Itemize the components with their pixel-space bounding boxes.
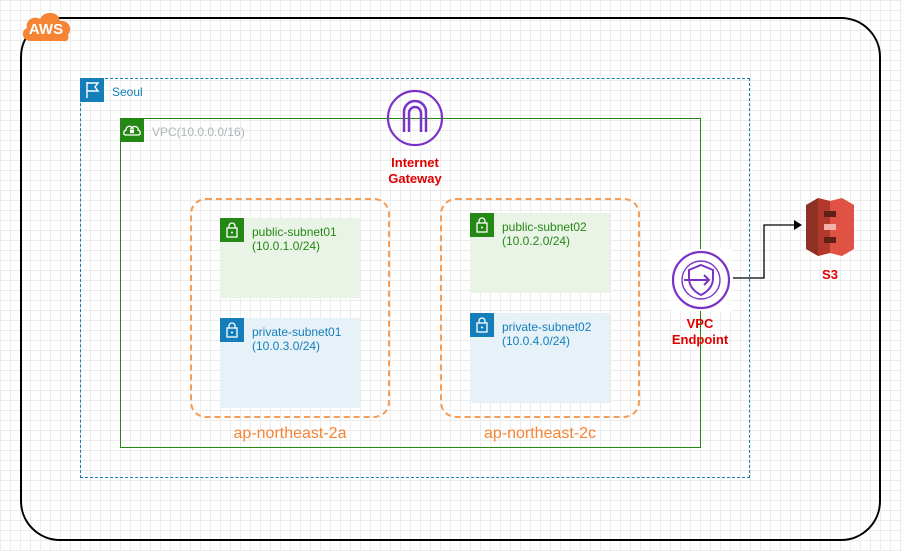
- availability-zone-2a: [190, 198, 390, 418]
- internet-gateway-label: Internet Gateway: [370, 155, 460, 187]
- aws-cloud-frame: [20, 17, 881, 541]
- vpc-label: VPC(10.0.0.0/16): [152, 125, 245, 139]
- subnet-text: private-subnet02 (10.0.4.0/24): [502, 320, 591, 348]
- subnet-cidr: (10.0.3.0/24): [252, 339, 321, 353]
- availability-zone-2c-label: ap-northeast-2c: [483, 425, 597, 442]
- region-label: Seoul: [112, 85, 143, 99]
- vpc-endpoint-label: VPC Endpoint: [660, 316, 740, 348]
- subnet-name: private-subnet02: [502, 320, 592, 334]
- vpc-endpoint-icon: [670, 249, 732, 311]
- s3-label: S3: [822, 267, 838, 282]
- vpc-endpoint-label-line2: Endpoint: [671, 332, 729, 347]
- subnet-cidr: (10.0.2.0/24): [502, 234, 571, 248]
- private-subnet-01: private-subnet01 (10.0.3.0/24): [220, 318, 360, 408]
- subnet-text: public-subnet01 (10.0.1.0/24): [252, 225, 337, 253]
- internet-gateway-label-line2: Gateway: [388, 171, 442, 186]
- vpc-cloud-lock-icon: [120, 118, 144, 142]
- region-flag-icon: [80, 78, 104, 102]
- subnet-lock-icon: [220, 318, 244, 342]
- s3-bucket-icon: [806, 198, 854, 256]
- endpoint-to-s3-connector: [733, 220, 802, 279]
- subnet-lock-icon: [470, 313, 494, 337]
- availability-zone-2c: [440, 198, 640, 418]
- internet-gateway-label-line1: Internet: [391, 155, 439, 170]
- subnet-name: public-subnet01: [252, 225, 337, 239]
- availability-zone-2a-label: ap-northeast-2a: [233, 425, 347, 442]
- subnet-cidr: (10.0.4.0/24): [502, 334, 571, 348]
- public-subnet-02: public-subnet02 (10.0.2.0/24): [470, 213, 610, 293]
- subnet-text: public-subnet02 (10.0.2.0/24): [502, 220, 587, 248]
- aws-cloud-icon: [22, 12, 71, 42]
- subnet-name: private-subnet01: [252, 325, 342, 339]
- subnet-lock-icon: [470, 213, 494, 237]
- subnet-cidr: (10.0.1.0/24): [252, 239, 321, 253]
- private-subnet-02: private-subnet02 (10.0.4.0/24): [470, 313, 610, 403]
- internet-gateway-icon: [386, 89, 444, 147]
- public-subnet-01: public-subnet01 (10.0.1.0/24): [220, 218, 360, 298]
- subnet-lock-icon: [220, 218, 244, 242]
- subnet-text: private-subnet01 (10.0.3.0/24): [252, 325, 341, 353]
- vpc-endpoint-label-line1: VPC: [686, 316, 714, 331]
- subnet-name: public-subnet02: [502, 220, 587, 234]
- aws-label: AWS: [28, 21, 64, 38]
